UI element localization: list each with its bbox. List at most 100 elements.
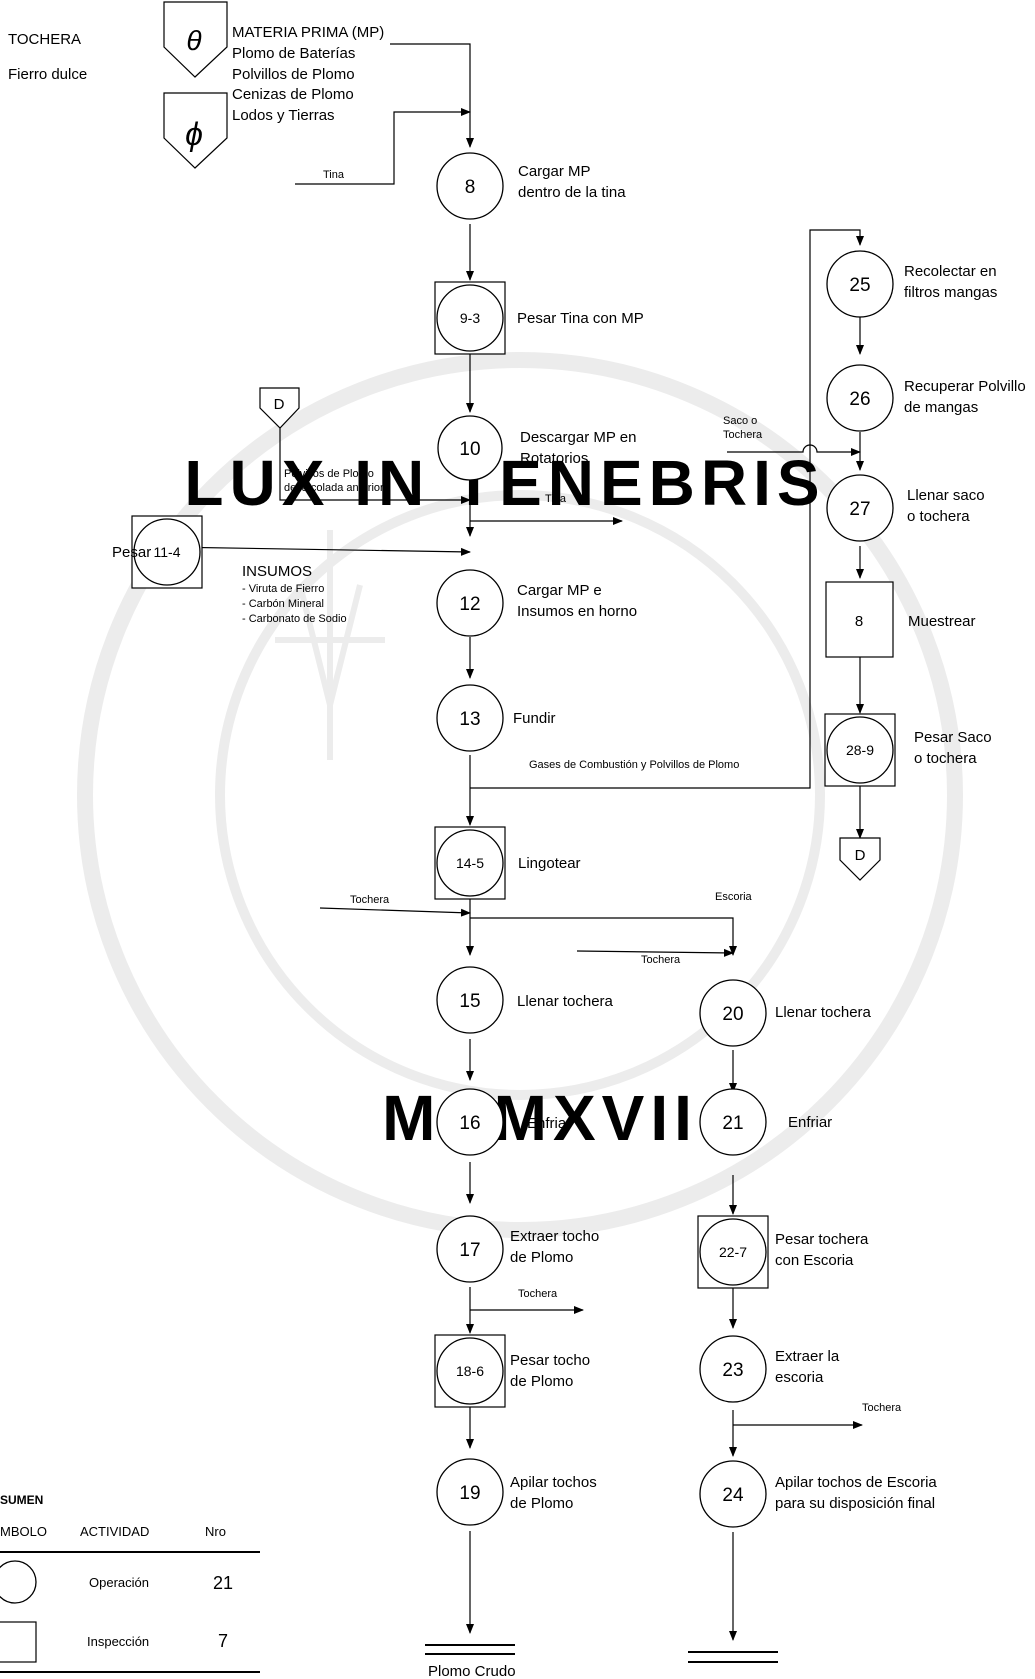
step-label: Enfriar <box>527 1115 571 1132</box>
step-number: 10 <box>459 439 480 460</box>
step-label: escoria <box>775 1369 824 1386</box>
operation-circle <box>133 518 201 586</box>
step-node-16: 16 Enfriar <box>436 1088 571 1156</box>
summary-title: SUMEN <box>0 1493 43 1507</box>
activity-inspeccion: Inspección <box>87 1634 149 1649</box>
step-label: Insumos en horno <box>517 603 637 620</box>
svg-text:- Viruta de Fierro: - Viruta de Fierro <box>242 583 324 595</box>
step-number: 14-5 <box>456 855 484 871</box>
step-label: Descargar MP en <box>520 429 636 446</box>
svg-text:Tochera: Tochera <box>641 954 681 966</box>
step-label: Fundir <box>513 710 556 727</box>
step-label: Recuperar Polvillo <box>904 378 1026 395</box>
svg-text:Gases de Combustión y Polvillo: Gases de Combustión y Polvillos de Plomo <box>529 759 739 771</box>
step-number: 13 <box>459 709 480 730</box>
step-label: de mangas <box>904 399 978 416</box>
step-label: con Escoria <box>775 1252 854 1269</box>
operation-circle <box>437 415 503 481</box>
flow-connectors <box>166 43 864 1663</box>
theta-label: θ <box>186 25 201 56</box>
operation-circle <box>436 1458 504 1526</box>
step-label: de Plomo <box>510 1495 573 1512</box>
step-label: de Plomo <box>510 1373 573 1390</box>
step-label: Llenar tochera <box>517 993 614 1010</box>
header-symbol: MBOLO <box>0 1524 47 1539</box>
step-number: 11-4 <box>154 544 181 560</box>
step-number: 27 <box>849 499 870 520</box>
step-label: Recolectar en <box>904 263 997 280</box>
tochera-label: TOCHERA <box>8 31 81 48</box>
step-node-14-5: 14-5 Lingotear <box>434 826 581 900</box>
step-number: 26 <box>849 389 870 410</box>
step-label: Enfriar <box>788 1114 832 1131</box>
inspection-8: 8 <box>825 581 894 658</box>
step-label: o tochera <box>914 750 977 767</box>
storage-d-top: D <box>259 387 300 429</box>
storage-phi-symbol: ϕ <box>163 92 228 169</box>
phi-label: ϕ <box>185 116 203 152</box>
operation-circle <box>826 716 894 784</box>
operation-circle <box>436 829 504 897</box>
operation-circle <box>699 1335 767 1403</box>
operation-circle <box>436 1088 504 1156</box>
operation-circle <box>436 1337 504 1405</box>
operation-circle <box>436 569 504 637</box>
count-inspeccion: 7 <box>218 1631 228 1651</box>
operation-circle <box>699 1218 767 1286</box>
operation-circle <box>699 979 767 1047</box>
step-number: 18-6 <box>456 1363 484 1379</box>
svg-text:Saco o: Saco o <box>723 415 757 427</box>
svg-text:Lodos y Tierras: Lodos y Tierras <box>232 107 335 124</box>
operation-circle <box>826 474 894 542</box>
svg-text:Plomo Crudo: Plomo Crudo <box>428 1663 516 1679</box>
step-node-26: 26 Recuperar Polvillo de mangas <box>826 364 1026 432</box>
operation-circle <box>699 1460 767 1528</box>
svg-text:- Carbonato de Sodio: - Carbonato de Sodio <box>242 613 347 625</box>
svg-text:de la colada anterior: de la colada anterior <box>284 482 384 494</box>
step-number: 20 <box>722 1004 743 1025</box>
inspection-symbol <box>0 1621 37 1663</box>
count-operacion: 21 <box>213 1573 233 1593</box>
operation-symbol <box>0 1560 37 1604</box>
step-number: 16 <box>459 1113 480 1134</box>
header-count: Nro <box>205 1524 226 1539</box>
step-label: Pesar tochera <box>775 1231 869 1248</box>
step-number: 28-9 <box>846 742 874 758</box>
step-label: de Plomo <box>510 1249 573 1266</box>
step-label: Cargar MP e <box>517 582 602 599</box>
operation-circle <box>436 684 504 752</box>
step-label: Llenar saco <box>907 487 985 504</box>
svg-text:- Carbón Mineral: - Carbón Mineral <box>242 598 324 610</box>
svg-text:Tochera: Tochera <box>862 1402 902 1414</box>
svg-text:INSUMOS: INSUMOS <box>242 563 312 580</box>
svg-text:MCMXVII: MCMXVII <box>382 1082 698 1154</box>
material-labels: TOCHERA Fierro dulce MATERIA PRIMA (MP) … <box>8 24 384 124</box>
operation-circle <box>826 250 894 318</box>
operation-circle <box>436 284 504 352</box>
storage-d-bottom: D <box>839 837 881 881</box>
step-number: 8 <box>465 177 476 198</box>
step-node-13: 13 Fundir <box>436 684 556 752</box>
step-label: Lingotear <box>518 855 581 872</box>
operation-circle <box>436 966 504 1034</box>
watermark-seal: LUX IN TENEBRIS MCMXVII <box>77 352 963 1238</box>
svg-text:Polvillos de Plomo: Polvillos de Plomo <box>284 468 374 480</box>
svg-text:Escoria: Escoria <box>715 891 753 903</box>
svg-text:D: D <box>274 396 285 413</box>
operation-circle <box>826 364 894 432</box>
activity-operacion: Operación <box>89 1575 149 1590</box>
step-label: Apilar tochos <box>510 1474 597 1491</box>
svg-text:Plomo de Baterías: Plomo de Baterías <box>232 45 355 62</box>
svg-text:MATERIA PRIMA (MP): MATERIA PRIMA (MP) <box>232 24 384 41</box>
